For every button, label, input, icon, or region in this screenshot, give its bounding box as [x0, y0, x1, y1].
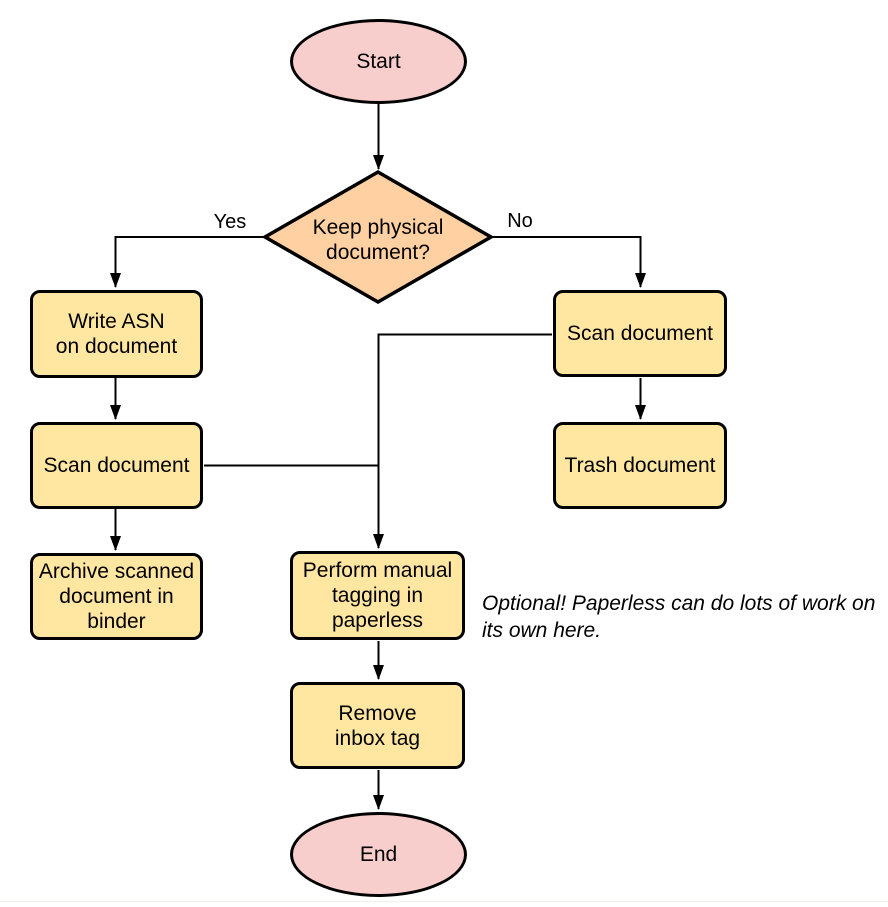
node-end-label: End: [359, 843, 398, 866]
node-manual-tagging-label: Perform manual tagging in paperless: [302, 559, 453, 632]
node-start-label: Start: [356, 50, 401, 73]
node-decision-label: Keep physical document?: [312, 216, 444, 264]
edge-label-no: No: [507, 210, 533, 232]
node-write-asn: Write ASN on document: [30, 290, 203, 378]
node-trash-document-label: Trash document: [564, 454, 716, 477]
node-remove-inbox-tag-label: Remove inbox tag: [334, 701, 421, 750]
node-scan-document-left-label: Scan document: [43, 454, 190, 477]
node-write-asn-label: Write ASN on document: [55, 310, 178, 358]
node-manual-tagging: Perform manual tagging in paperless: [290, 551, 465, 640]
node-scan-document-right-label: Scan document: [567, 322, 713, 345]
edge-no-branch: [493, 236, 646, 288]
node-start: Start: [290, 19, 467, 104]
node-scan-document-left: Scan document: [30, 422, 203, 509]
node-decision-shape: [261, 169, 495, 305]
note-optional: Optional! Paperless can do lots of work …: [482, 592, 876, 642]
node-end: End: [290, 812, 467, 897]
edge-label-yes: Yes: [213, 211, 247, 233]
node-archive-binder: Archive scanned document in binder: [30, 553, 203, 640]
node-remove-inbox-tag: Remove inbox tag: [290, 682, 465, 769]
node-trash-document: Trash document: [553, 422, 727, 509]
node-archive-binder-label: Archive scanned document in binder: [38, 560, 195, 633]
bottom-divider: [0, 901, 888, 902]
edge-scanright-tagging: [373, 333, 552, 549]
edge-yes-branch: [110, 236, 263, 288]
node-scan-document-right: Scan document: [553, 290, 727, 377]
